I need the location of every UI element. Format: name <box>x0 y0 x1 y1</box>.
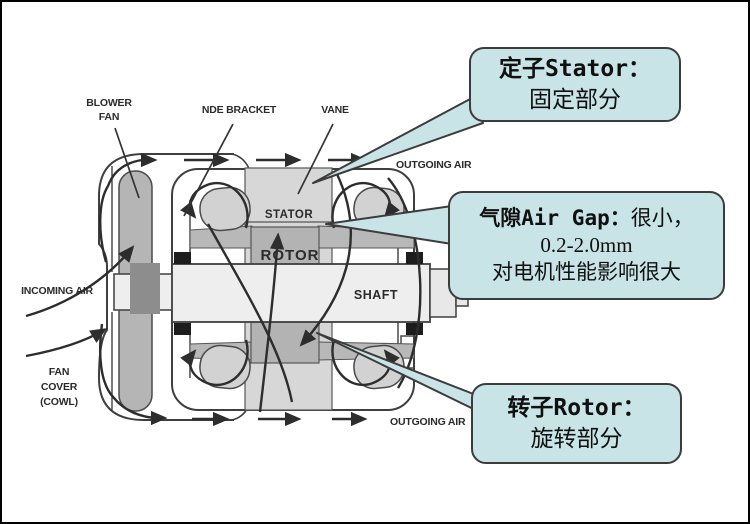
air-gap-callout-value: 0.2-2.0mm <box>540 233 633 258</box>
outgoing-air-top-label: OUTGOING AIR <box>396 159 472 171</box>
shaft <box>113 263 469 323</box>
air-gap-callout: 气隙Air Gap：很小， 0.2-2.0mm 对电机性能影响很大 <box>448 191 725 300</box>
stator-callout-body: 固定部分 <box>529 86 621 112</box>
outgoing-air-bottom-label: OUTGOING AIR <box>390 416 466 428</box>
nde-bracket-label: NDE BRACKET <box>202 104 277 116</box>
air-gap-callout-title: 气隙Air Gap： <box>479 206 631 231</box>
rotor-callout-body: 旋转部分 <box>530 425 623 451</box>
shaft-label: SHAFT <box>354 288 398 302</box>
vane-label: VANE <box>321 104 349 116</box>
blower-fan-label: BLOWER <box>86 97 132 109</box>
airflow-arrows <box>25 152 422 427</box>
label-leader-lines <box>114 123 334 217</box>
stator-label: STATOR <box>265 209 314 221</box>
air-gap-callout-title-suffix: 很小， <box>630 206 694 231</box>
stator-callout: 定子Stator： 固定部分 <box>469 47 681 122</box>
fan-hub <box>130 263 160 314</box>
fan-cover-label-3: (COWL) <box>40 396 78 408</box>
fan-cover-label: FAN <box>49 366 69 378</box>
callout-tails <box>312 97 493 419</box>
rotor-label: ROTOR <box>261 247 320 264</box>
stator-callout-title: 定子Stator： <box>498 56 652 83</box>
rotor-callout-title: 转子Rotor： <box>507 395 646 422</box>
rotor-callout: 转子Rotor： 旋转部分 <box>471 383 682 464</box>
blower-fan-label-2: FAN <box>99 111 119 123</box>
fan-cover-label-2: COVER <box>41 381 78 393</box>
air-gap-callout-note: 对电机性能影响很大 <box>492 259 681 284</box>
incoming-air-label: INCOMING AIR <box>21 285 93 297</box>
